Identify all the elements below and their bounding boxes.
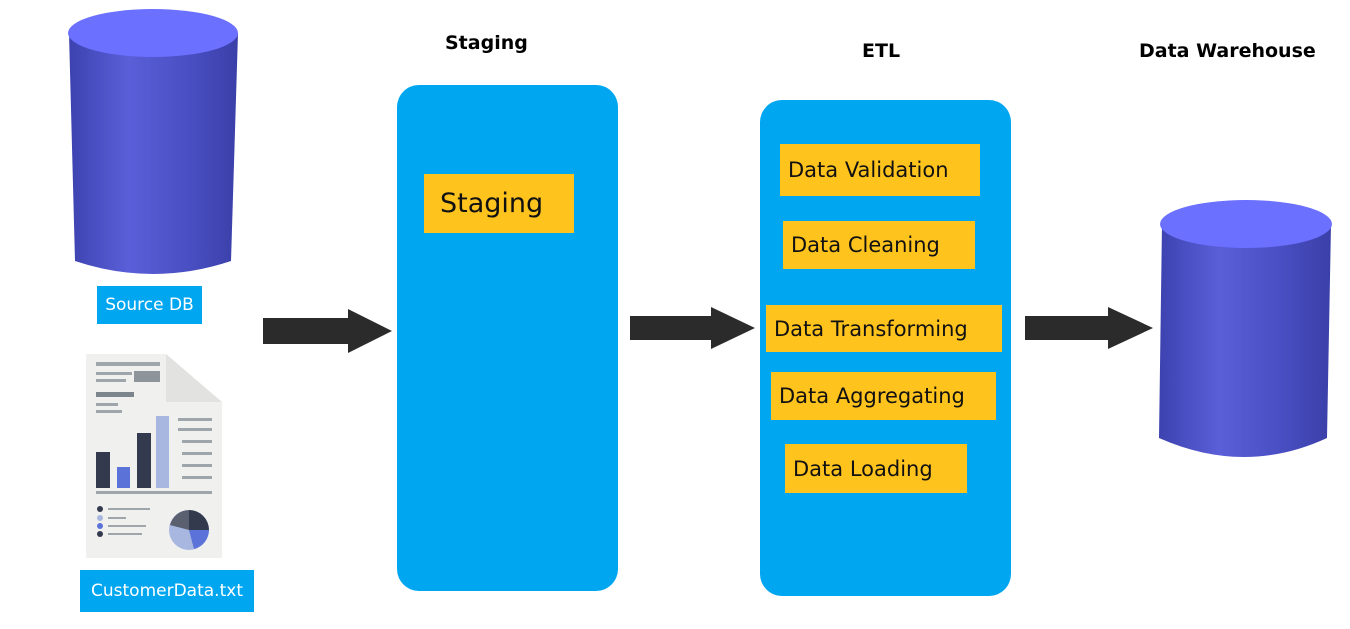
source-db-cylinder-icon: [66, 5, 241, 285]
staging-panel: [397, 85, 618, 591]
etl-item-data-cleaning: Data Cleaning: [783, 221, 975, 269]
etl-item-data-aggregating: Data Aggregating: [771, 372, 996, 420]
source-file-label: CustomerData.txt: [80, 570, 254, 612]
source-db-label: Source DB: [97, 286, 202, 324]
right-arrow-icon: [262, 308, 394, 354]
report-document-icon: [84, 352, 224, 560]
right-arrow-icon: [1024, 306, 1155, 350]
heading-data-warehouse: Data Warehouse: [1139, 40, 1316, 62]
right-arrow-icon: [629, 306, 757, 350]
etl-item-data-transforming: Data Transforming: [766, 305, 1002, 352]
etl-item-data-validation: Data Validation: [780, 144, 980, 196]
heading-etl: ETL: [862, 40, 901, 62]
etl-item-data-loading: Data Loading: [785, 444, 967, 493]
data-warehouse-cylinder-icon: [1157, 198, 1333, 468]
heading-staging: Staging: [445, 32, 528, 54]
staging-item: Staging: [424, 174, 574, 233]
